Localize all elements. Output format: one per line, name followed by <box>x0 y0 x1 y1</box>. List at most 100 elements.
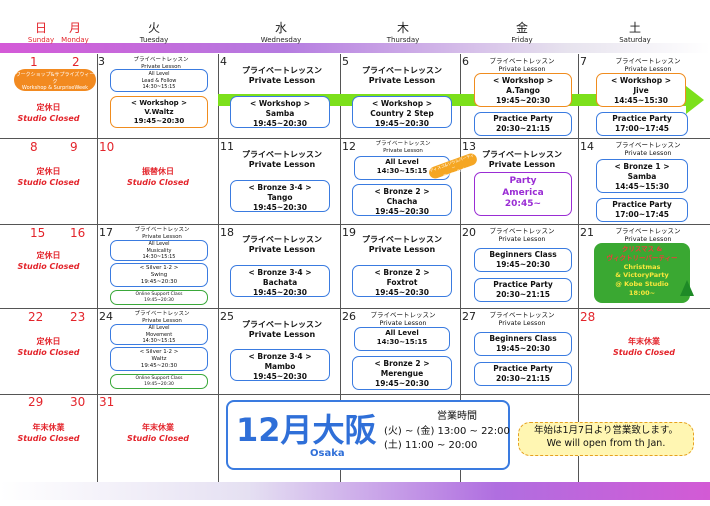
workshop-atango[interactable]: < Workshop > A.Tango 19:45~20:30 <box>474 73 572 107</box>
date-7: 7 <box>580 55 587 68</box>
date-19: 19 <box>342 226 356 239</box>
bronze-samba[interactable]: < Bronze 1 > Samba 14:45~15:30 <box>596 159 688 193</box>
calendar-grid <box>0 54 710 482</box>
date-27: 27 <box>462 310 476 323</box>
bronze-tango[interactable]: < Bronze 3·4 > Tango 19:45~20:30 <box>230 180 330 212</box>
bronze-mambo[interactable]: < Bronze 3·4 > Mambo 19:45~20:30 <box>230 349 330 381</box>
beginners-class-w3[interactable]: Beginners Class 19:45~20:30 <box>474 248 572 272</box>
practice-party-fri-w1[interactable]: Practice Party 20:30~21:15 <box>474 112 572 136</box>
date-12: 12 <box>342 140 356 153</box>
date-28: 28 <box>580 310 596 324</box>
date-13: 13 <box>462 140 476 153</box>
date-4: 4 <box>220 55 227 68</box>
practice-party-fri-w3[interactable]: Practice Party 20:30~21:15 <box>474 278 572 302</box>
workshop-week-pill: ワークショップ&サプライズウィーク Workshop & SurpriseWee… <box>14 69 96 91</box>
date-22: 22 <box>28 310 44 324</box>
date-9: 9 <box>70 140 78 154</box>
date-29: 29 <box>28 395 44 409</box>
all-level-thu-w4[interactable]: All Level 14:30~15:15 <box>354 327 450 351</box>
grid-line <box>97 54 98 482</box>
class-musicality[interactable]: All Level Musicality 14:30~15:15 <box>110 240 208 261</box>
grid-line <box>578 54 579 482</box>
date-6: 6 <box>462 55 469 68</box>
grid-line <box>0 394 710 395</box>
workshop-samba[interactable]: < Workshop > Samba 19:45~20:30 <box>230 96 330 128</box>
month-title: 12月大阪 <box>236 411 377 449</box>
beginners-class-w4[interactable]: Beginners Class 19:45~20:30 <box>474 332 572 356</box>
workshop-week-arrowhead <box>686 86 704 114</box>
date-2: 2 <box>72 55 80 69</box>
date-16: 16 <box>70 226 86 240</box>
grid-line <box>218 54 219 482</box>
date-23: 23 <box>70 310 86 324</box>
date-21: 21 <box>580 226 594 239</box>
header-band <box>0 43 710 53</box>
date-24: 24 <box>99 310 113 323</box>
date-20: 20 <box>462 226 476 239</box>
bronze-foxtrot[interactable]: < Bronze 2 > Foxtrot 19:45~20:30 <box>352 265 452 297</box>
workshop-jive[interactable]: < Workshop > Jive 14:45~15:30 <box>596 73 686 107</box>
date-15: 15 <box>30 226 46 240</box>
class-lead-follow[interactable]: All Level Lead & Follow 14:30~15:15 <box>110 69 208 92</box>
date-10: 10 <box>99 140 115 154</box>
grid-line <box>0 224 710 225</box>
hours-saturday: (土) 11:00 ~ 20:00 <box>384 440 478 451</box>
grid-line <box>0 138 710 139</box>
online-support-w4[interactable]: Online Support Class 19:45~20:30 <box>110 374 208 389</box>
practice-party-sat-w1[interactable]: Practice Party 17:00~17:45 <box>596 112 688 136</box>
grid-line <box>460 54 461 482</box>
practice-party-sat-w2[interactable]: Practice Party 17:00~17:45 <box>596 198 688 222</box>
date-11: 11 <box>220 140 234 153</box>
bronze-chacha[interactable]: < Bronze 2 > Chacha 19:45~20:30 <box>352 184 452 216</box>
workshop-vwaltz[interactable]: < Workshop > V.Waltz 19:45~20:30 <box>110 96 208 128</box>
bronze-bachata[interactable]: < Bronze 3·4 > Bachata 19:45~20:30 <box>230 265 330 297</box>
christmas-party-en: Christmas & VictoryParty @ Kobe Studio 1… <box>615 262 669 297</box>
date-3: 3 <box>98 55 105 68</box>
hours-title: 営業時間 <box>436 411 477 422</box>
workshop-country-2-step[interactable]: < Workshop > Country 2 Step 19:45~20:30 <box>352 96 452 128</box>
date-30: 30 <box>70 395 86 409</box>
christmas-victory-party[interactable]: クリスマス & ヴィクトリーパーティー Christmas & VictoryP… <box>594 243 690 303</box>
class-movement[interactable]: All Level Movement 14:30~15:15 <box>110 324 208 345</box>
practice-party-fri-w4[interactable]: Practice Party 20:30~21:15 <box>474 362 572 386</box>
party-america[interactable]: Party America 20:45~ <box>474 172 572 216</box>
bronze-merengue[interactable]: < Bronze 2 > Merengue 19:45~20:30 <box>352 356 452 390</box>
online-support-w3[interactable]: Online Support Class 19:45~20:30 <box>110 290 208 305</box>
studio-info-box <box>226 400 510 470</box>
business-hours: 営業時間 (火) ~ (金) 13:00 ~ 22:00 (土) 11:00 ~… <box>384 410 510 454</box>
silver-waltz[interactable]: < Silver 1·2 > Waltz 19:45~20:30 <box>110 347 208 371</box>
date-5: 5 <box>342 55 349 68</box>
silver-swing[interactable]: < Silver 1·2 > Swing 19:45~20:30 <box>110 263 208 287</box>
hours-weekday: (火) ~ (金) 13:00 ~ 22:00 <box>384 425 510 437</box>
